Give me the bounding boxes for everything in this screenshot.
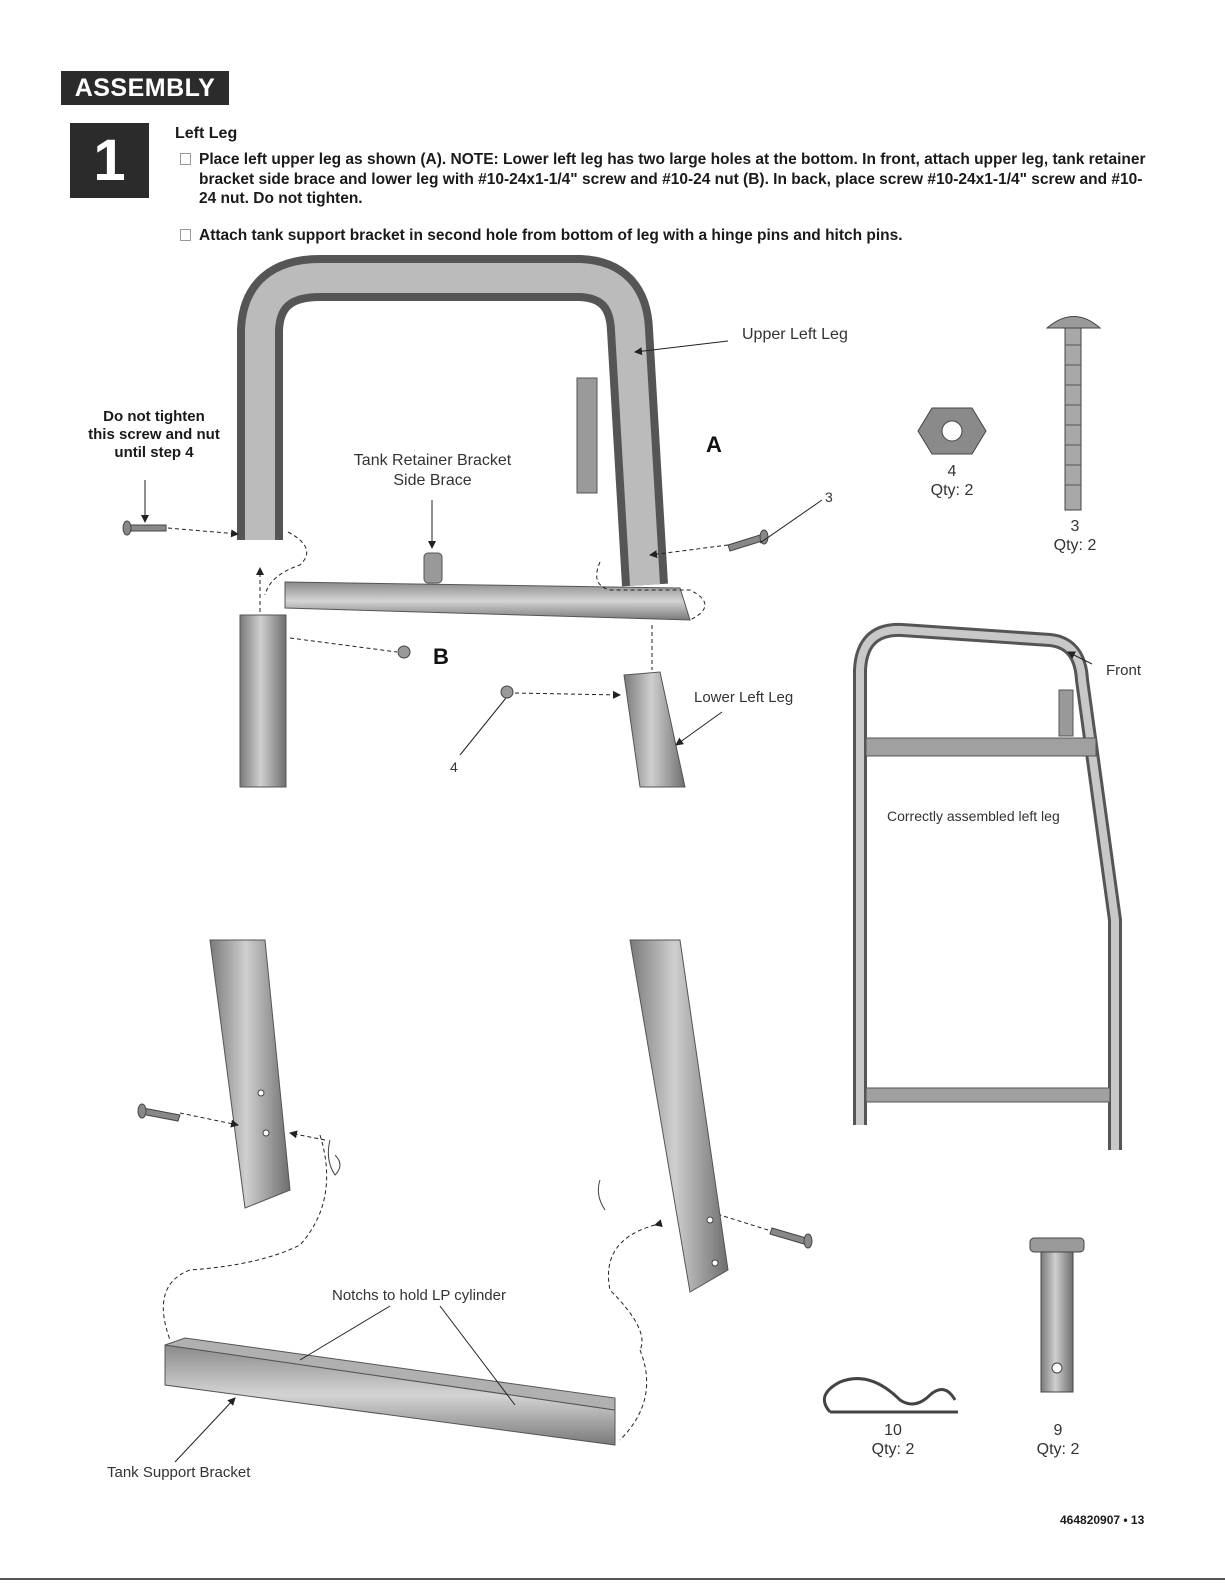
hinge-pin-icon	[1029, 1237, 1085, 1393]
nut-4	[500, 685, 514, 699]
lower-left-leg-label: Lower Left Leg	[694, 689, 794, 706]
checkbox-icon	[180, 229, 191, 241]
notches-label: Notchs to hold LP cylinder	[332, 1287, 506, 1304]
part-3-qty: Qty: 2	[1053, 537, 1097, 554]
tank-retainer-line-2: Side Brace	[393, 472, 472, 489]
front-label: Front	[1106, 662, 1142, 679]
instruction-2-text: Attach tank support bracket in second ho…	[199, 227, 903, 244]
part-10-label: 10 Qty: 2	[853, 1421, 933, 1459]
nut-b	[397, 645, 411, 659]
screw-bottom-left	[137, 1103, 181, 1122]
lower-leg-front	[239, 614, 287, 788]
instruction-1-text: Place left upper leg as shown (A). NOTE:…	[199, 151, 1146, 207]
screw-bottom-right	[769, 1227, 813, 1249]
part-10-number: 10	[884, 1422, 902, 1439]
hitch-pin-small-left	[327, 1139, 341, 1176]
hex-nut-icon	[917, 407, 987, 455]
step-title: Left Leg	[175, 125, 238, 142]
lower-leg-left-bottom	[209, 939, 291, 1209]
tank-support-bracket-label: Tank Support Bracket	[107, 1464, 251, 1481]
do-not-tighten-note: Do not tighten this screw and nut until …	[80, 408, 228, 462]
screw-ref-label: 3	[825, 489, 833, 505]
view-b-label: B	[433, 644, 449, 669]
screw-icon	[1045, 316, 1102, 511]
part-9-qty: Qty: 2	[1036, 1441, 1080, 1458]
hitch-pin-small-right	[597, 1179, 606, 1211]
note-line-1: Do not tighten	[103, 408, 205, 425]
part-4-number: 4	[947, 463, 957, 480]
lower-leg-right-bottom	[629, 939, 729, 1293]
note-line-2: this screw and nut	[88, 426, 220, 443]
instruction-2: Attach tank support bracket in second ho…	[180, 226, 1150, 246]
tank-retainer-line-1: Tank Retainer Bracket	[353, 452, 512, 469]
part-3-number: 3	[1070, 518, 1080, 535]
page-number: 464820907 • 13	[1060, 1513, 1145, 1527]
assembled-leg	[853, 622, 1122, 1150]
screw-left	[122, 520, 167, 536]
part-3-label: 3 Qty: 2	[1035, 517, 1115, 555]
step-number-badge: 1	[70, 123, 149, 198]
section-header: ASSEMBLY	[61, 71, 229, 105]
lower-leg-back	[623, 671, 686, 788]
nut-ref-label: 4	[450, 759, 458, 775]
upper-left-leg	[237, 255, 668, 587]
bottom-rule	[0, 1578, 1225, 1580]
part-4-qty: Qty: 2	[930, 482, 974, 499]
checkbox-icon	[180, 153, 191, 165]
tank-retainer-label: Tank Retainer Bracket Side Brace	[330, 451, 535, 491]
part-4-label: 4 Qty: 2	[912, 462, 992, 500]
instruction-1: Place left upper leg as shown (A). NOTE:…	[180, 150, 1150, 209]
note-line-3: until step 4	[114, 444, 194, 461]
tank-retainer-bracket	[284, 552, 691, 621]
hitch-pin-icon	[822, 1377, 958, 1414]
upper-left-leg-label: Upper Left Leg	[742, 326, 848, 343]
part-10-qty: Qty: 2	[871, 1441, 915, 1458]
view-a-label: A	[706, 432, 722, 457]
screw-right	[727, 529, 769, 552]
part-9-label: 9 Qty: 2	[1018, 1421, 1098, 1459]
part-9-number: 9	[1053, 1422, 1063, 1439]
correctly-assembled-label: Correctly assembled left leg	[887, 808, 1060, 824]
tank-support-bracket	[164, 1337, 616, 1446]
